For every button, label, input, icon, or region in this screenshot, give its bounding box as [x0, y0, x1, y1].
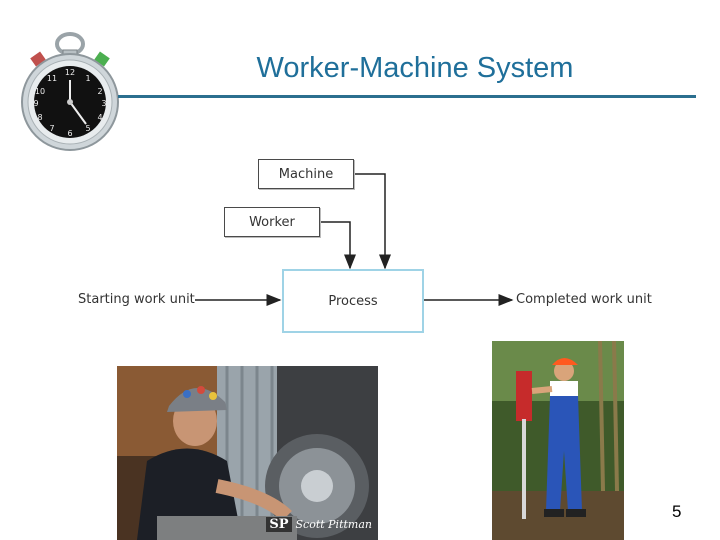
- svg-text:10: 10: [35, 87, 45, 96]
- svg-text:1: 1: [85, 74, 90, 83]
- svg-text:12: 12: [65, 68, 75, 77]
- process-box: Process: [282, 269, 424, 333]
- input-label: Starting work unit: [78, 292, 195, 307]
- machine-arrow: [353, 173, 391, 270]
- svg-text:2: 2: [97, 87, 102, 96]
- watermark-name: Scott Pittman: [295, 518, 373, 531]
- svg-text:9: 9: [33, 99, 38, 108]
- worker-box: Worker: [224, 207, 320, 237]
- svg-text:11: 11: [47, 74, 57, 83]
- svg-text:7: 7: [49, 124, 54, 133]
- svg-text:6: 6: [67, 129, 72, 138]
- page-number: 5: [672, 502, 682, 521]
- output-label: Completed work unit: [516, 292, 652, 307]
- title-underline: [118, 95, 696, 98]
- field-worker-photo: [492, 341, 624, 540]
- svg-text:8: 8: [37, 113, 42, 122]
- svg-text:5: 5: [85, 124, 90, 133]
- svg-text:4: 4: [97, 113, 102, 122]
- watermark-logo: SP: [266, 517, 292, 532]
- machine-box: Machine: [258, 159, 354, 189]
- svg-text:3: 3: [101, 99, 106, 108]
- machinist-photo: SP Scott Pittman: [117, 366, 378, 540]
- worker-arrow: [319, 221, 356, 270]
- slide-title: Worker-Machine System: [256, 52, 574, 84]
